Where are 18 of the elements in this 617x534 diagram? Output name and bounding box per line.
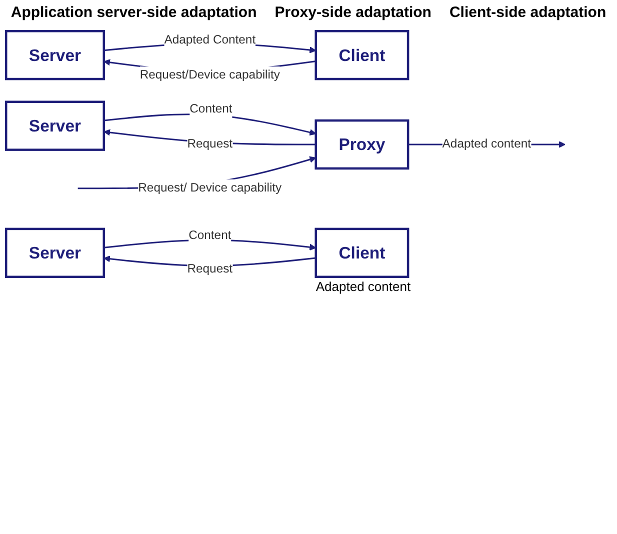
- edge-label: Content: [190, 102, 232, 116]
- node-box: Server: [4, 228, 106, 278]
- node-box: Server: [4, 100, 106, 151]
- node-box: Server: [4, 30, 106, 80]
- section-heading: Client-side adaptation: [449, 4, 606, 21]
- node-caption: Adapted content: [316, 278, 411, 294]
- node-box: Client: [314, 228, 410, 278]
- edge-label: Adapted content: [442, 138, 531, 151]
- edge-label: Adapted Content: [164, 33, 256, 46]
- edge-label: Request/Device capability: [140, 68, 280, 82]
- section-heading: Proxy-side adaptation: [274, 4, 432, 21]
- node-box: Proxy: [314, 119, 410, 170]
- edge-label: Content: [188, 229, 232, 242]
- section-heading: Application server-side adaptation: [10, 4, 257, 21]
- edge-label: Request: [187, 138, 233, 151]
- node-box: Client: [314, 30, 410, 80]
- edge-label: Request: [187, 262, 233, 276]
- edge-label: Request/ Device capability: [138, 182, 282, 195]
